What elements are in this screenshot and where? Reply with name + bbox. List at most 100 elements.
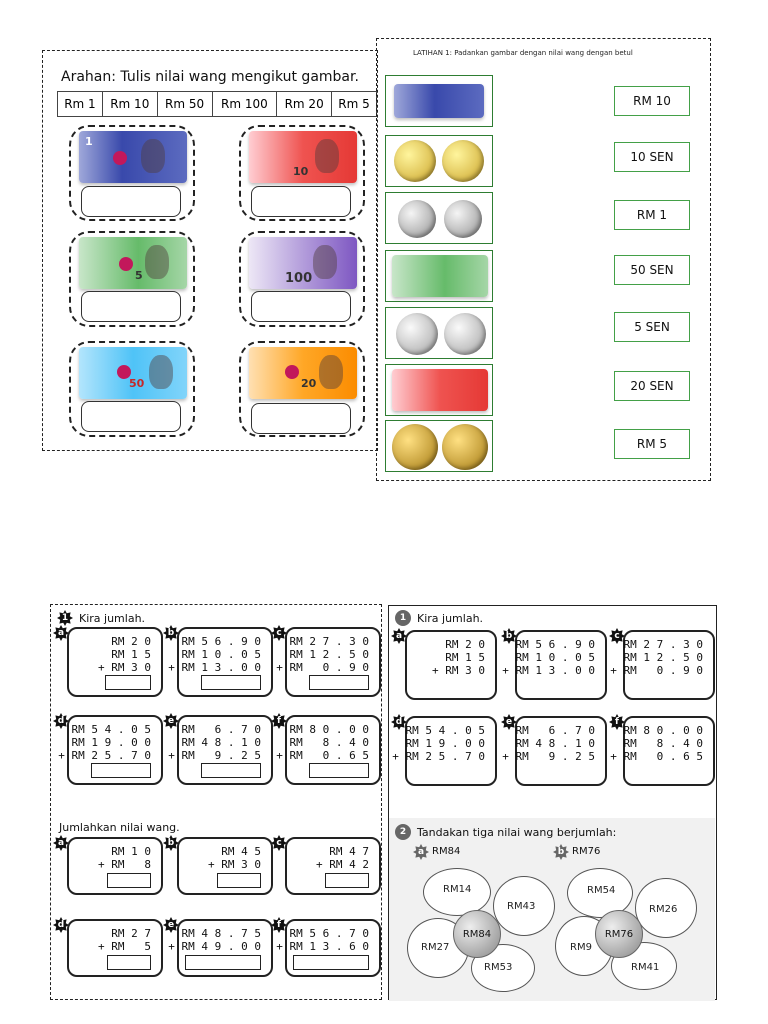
answer-box[interactable] xyxy=(105,675,151,690)
answer-box[interactable] xyxy=(81,401,181,432)
section-number-badge: 2 xyxy=(395,824,411,840)
answer-box[interactable] xyxy=(325,873,369,888)
flower-petal[interactable] xyxy=(635,878,697,938)
rm5-banknote-picture xyxy=(385,250,493,302)
answer-box[interactable] xyxy=(185,955,261,970)
note-number: 10 xyxy=(293,165,309,178)
item-label-badge: c xyxy=(271,625,287,641)
answer-box[interactable] xyxy=(107,955,151,970)
rm1-banknotes-picture xyxy=(385,75,493,127)
sum-box: RM 1 0 + RM 8 xyxy=(67,837,163,895)
answer-box[interactable] xyxy=(107,873,151,888)
sum-box: RM 5 6 . 7 0 + RM 1 3 . 6 0 xyxy=(276,919,381,977)
sum-box: RM 4 5 + RM 3 0 xyxy=(177,837,273,895)
sum-expression: RM 5 6 . 7 0 + RM 1 3 . 6 0 xyxy=(276,927,369,953)
answer-label: RM 1 xyxy=(614,200,690,230)
flower-petal[interactable] xyxy=(423,868,491,916)
flower-centre: RM84 xyxy=(453,910,501,958)
sum-box: RM 2 0 RM 1 5 + RM 3 0 xyxy=(67,627,163,697)
item-label-badge: a xyxy=(391,628,407,644)
sum-expression: RM 5 4 . 0 5 RM 1 9 . 0 0 + RM 2 5 . 7 0 xyxy=(58,723,151,762)
item-label-badge: a xyxy=(413,844,429,860)
sum-expression: RM 8 0 . 0 0 RM 8 . 4 0 + RM 0 . 6 5 xyxy=(610,724,703,763)
answer-box[interactable] xyxy=(217,873,261,888)
section-number-badge: 1 xyxy=(57,610,73,626)
note-slot xyxy=(69,125,195,221)
note-number: 100 xyxy=(285,271,313,286)
note-number: 50 xyxy=(129,377,145,390)
note-number: 5 xyxy=(135,269,143,282)
answer-label: RM 5 xyxy=(614,429,690,459)
petal-value: RM14 xyxy=(443,884,472,895)
sum-box: RM 2 7 . 3 0 RM 1 2 . 5 0 + RM 0 . 9 0 xyxy=(610,630,715,700)
answer-box[interactable] xyxy=(293,955,369,970)
option-cell: Rm 1 xyxy=(57,91,103,117)
item-label-badge: b xyxy=(163,835,179,851)
item-label-badge: b xyxy=(553,844,569,860)
option-cell: Rm 5 xyxy=(331,91,377,117)
sum-box: RM 5 6 . 9 0 RM 1 0 . 0 5 + RM 1 3 . 0 0 xyxy=(168,627,273,697)
petal-value: RM26 xyxy=(649,904,678,915)
sum-expression: RM 4 8 . 7 5 + RM 4 9 . 0 0 xyxy=(168,927,261,953)
item-label-badge: a xyxy=(53,625,69,641)
item-label-badge: b xyxy=(163,625,179,641)
rm20-banknote-image: 20 xyxy=(249,347,357,399)
answer-box[interactable] xyxy=(91,763,151,778)
rm1-banknote-image: 1 xyxy=(79,131,187,183)
sum-expression: RM 5 6 . 9 0 RM 1 0 . 0 5 + RM 1 3 . 0 0 xyxy=(502,638,595,677)
10-sen-coins-picture xyxy=(385,192,493,244)
item-label-badge: f xyxy=(271,713,287,729)
arahan-panel: Arahan: Tulis nilai wang mengikut gambar… xyxy=(42,50,378,451)
answer-box[interactable] xyxy=(251,291,351,322)
jumlahkan-heading: Jumlahkan nilai wang. xyxy=(59,821,180,834)
answer-label: 20 SEN xyxy=(614,371,690,401)
tandakan-heading: Tandakan tiga nilai wang berjumlah: xyxy=(417,826,617,839)
sum-expression: RM 6 . 7 0 RM 4 8 . 1 0 + RM 9 . 2 5 xyxy=(502,724,595,763)
sum-box: RM 2 0 RM 1 5 + RM 3 0 xyxy=(405,630,497,700)
kira-heading: Kira jumlah. xyxy=(79,612,146,625)
sum-expression: RM 2 7 . 3 0 RM 1 2 . 5 0 + RM 0 . 9 0 xyxy=(610,638,703,677)
sum-box: RM 5 6 . 9 0 RM 1 0 . 0 5 + RM 1 3 . 0 0 xyxy=(502,630,607,700)
sum-expression: RM 6 . 7 0 RM 4 8 . 1 0 + RM 9 . 2 5 xyxy=(168,723,261,762)
item-label-badge: d xyxy=(53,713,69,729)
50-sen-coins-picture xyxy=(385,307,493,359)
answer-box[interactable] xyxy=(201,675,261,690)
item-label-badge: d xyxy=(391,714,407,730)
item-label-badge: c xyxy=(271,835,287,851)
answer-box[interactable] xyxy=(201,763,261,778)
rm10-banknote-image: 10 xyxy=(249,131,357,183)
option-cell: Rm 20 xyxy=(276,91,333,117)
rm5-banknote-image: 5 xyxy=(79,237,187,289)
note-slot xyxy=(69,341,195,437)
answer-box[interactable] xyxy=(309,675,369,690)
petal-value: RM9 xyxy=(570,942,592,953)
petal-value: RM41 xyxy=(631,962,660,973)
flower-petal[interactable] xyxy=(493,876,555,936)
sum-expression: RM 2 0 RM 1 5 + RM 3 0 xyxy=(432,638,485,677)
arahan-title: Arahan: Tulis nilai wang mengikut gambar… xyxy=(61,69,359,85)
sum-expression: RM 2 0 RM 1 5 + RM 3 0 xyxy=(98,635,151,674)
rm10-banknote-picture xyxy=(385,364,493,416)
answer-box[interactable] xyxy=(309,763,369,778)
answer-box[interactable] xyxy=(251,186,351,217)
item-label-badge: e xyxy=(163,917,179,933)
sum-box: RM 8 0 . 0 0 RM 8 . 4 0 + RM 0 . 6 5 xyxy=(610,716,715,786)
sum-expression: RM 8 0 . 0 0 RM 8 . 4 0 + RM 0 . 6 5 xyxy=(276,723,369,762)
note-slot xyxy=(69,231,195,327)
sum-expression: RM 5 6 . 9 0 RM 1 0 . 0 5 + RM 1 3 . 0 0 xyxy=(168,635,261,674)
item-label-badge: b xyxy=(501,628,517,644)
note-number: 20 xyxy=(301,377,317,390)
sum-box: RM 4 8 . 7 5 + RM 4 9 . 0 0 xyxy=(168,919,273,977)
answer-box[interactable] xyxy=(81,291,181,322)
sum-box: RM 8 0 . 0 0 RM 8 . 4 0 + RM 0 . 6 5 xyxy=(276,715,381,785)
sum-box: RM 6 . 7 0 RM 4 8 . 1 0 + RM 9 . 2 5 xyxy=(502,716,607,786)
answer-box[interactable] xyxy=(81,186,181,217)
5-sen-coins-picture xyxy=(385,420,493,472)
sum-expression: RM 1 0 + RM 8 xyxy=(98,845,151,871)
answer-box[interactable] xyxy=(251,403,351,434)
petal-value: RM54 xyxy=(587,885,616,896)
note-slot xyxy=(239,341,365,437)
sum-expression: RM 4 5 + RM 3 0 xyxy=(208,845,261,871)
